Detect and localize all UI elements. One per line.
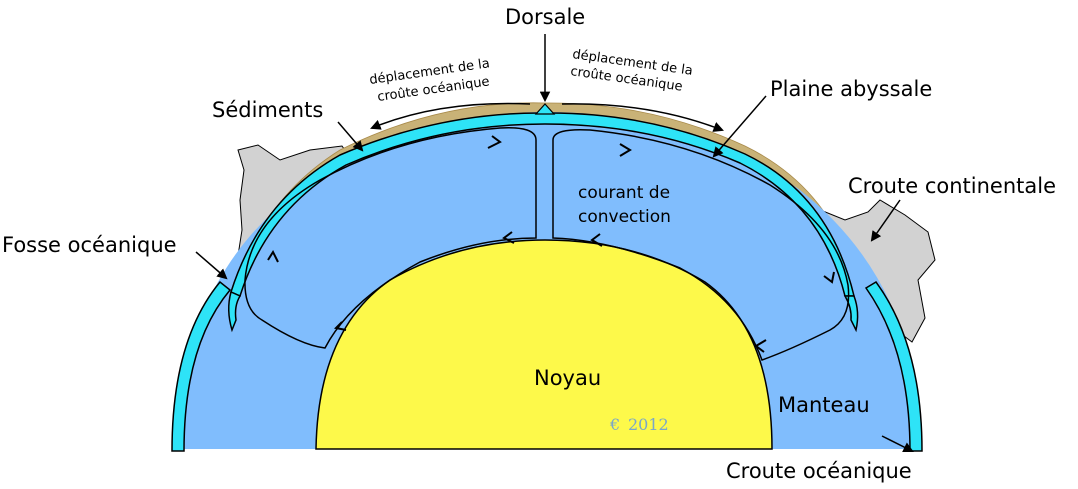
croute-oceanique-pointer	[881, 435, 914, 452]
flow-arrow	[333, 321, 347, 331]
plate-motion-arrow-right	[561, 103, 724, 132]
flow-arrow	[590, 233, 603, 247]
label-plaine-abyssale: Plaine abyssale	[770, 77, 932, 101]
convection-cell-left	[244, 127, 537, 349]
flow-arrow	[619, 143, 632, 157]
label-croute-continentale: Croute continentale	[848, 174, 1056, 198]
fosse-pointer	[195, 251, 228, 280]
label-croute-oceanique: Croute océanique	[726, 459, 912, 483]
label-sediments: Sédiments	[212, 98, 323, 122]
plaine-pointer	[712, 95, 767, 158]
continental-pointer	[870, 199, 901, 242]
label-manteau: Manteau	[778, 393, 870, 417]
watermark-year: 2012	[628, 415, 669, 434]
label-fosse-oceanique: Fosse océanique	[2, 233, 177, 257]
outer-crust-right	[864, 281, 923, 452]
ridge-crest	[534, 103, 556, 115]
label-courant-line1: courant de	[578, 183, 670, 203]
convection-cell-right	[552, 128, 850, 361]
flow-arrow	[502, 231, 515, 244]
watermark-symbol: €	[609, 415, 620, 434]
label-noyau: Noyau	[534, 366, 601, 390]
flow-arrow	[823, 271, 835, 284]
label-dorsale: Dorsale	[505, 5, 585, 29]
plate-motion-arrow-left	[370, 102, 531, 130]
outer-crust-left	[171, 280, 232, 452]
flow-arrow	[754, 339, 767, 353]
flow-arrow	[487, 135, 502, 149]
subducting-slab-left	[228, 290, 242, 333]
flow-arrow	[267, 249, 279, 263]
sediments-pointer	[337, 121, 364, 152]
label-courant-line2: convection	[578, 207, 671, 227]
